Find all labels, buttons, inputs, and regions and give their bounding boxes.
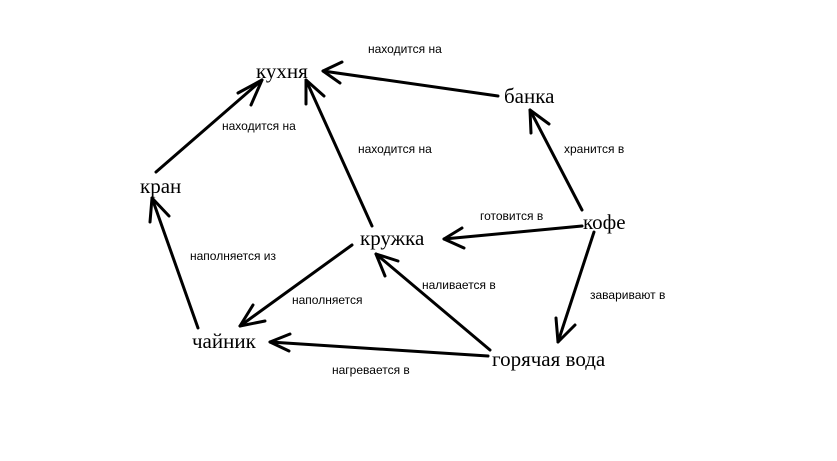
edge-label-coffee-mug: готовится в: [480, 209, 543, 223]
node-kitchen: кухня: [256, 59, 308, 83]
edge-mug-kitchen: [304, 78, 374, 228]
edge-label-mug-kettle: наполняется: [292, 293, 362, 307]
node-coffee: кофе: [583, 210, 626, 234]
node-tap: кран: [140, 174, 181, 198]
node-mug: кружка: [360, 226, 425, 250]
edge-hotwater-kettle: [268, 332, 490, 358]
edge-label-coffee-jar: хранится в: [564, 142, 624, 156]
edge-label-hotwater-kettle: нагревается в: [332, 363, 410, 377]
edge-label-tap-kitchen: находится на: [222, 119, 296, 133]
edge-label-jar-kitchen: находится на: [368, 42, 442, 56]
edge-kettle-tap: [148, 196, 200, 330]
edge-coffee-jar: [528, 108, 584, 212]
edge-tap-kitchen: [154, 78, 264, 174]
edge-label-coffee-hotwater: заваривают в: [590, 288, 665, 302]
node-jar: банка: [504, 84, 555, 108]
edge-hotwater-mug: [374, 252, 492, 352]
edge-mug-kettle: [238, 243, 354, 328]
edge-coffee-hotwater: [554, 230, 596, 344]
edge-jar-kitchen: [321, 60, 500, 98]
edge-label-kettle-tap: наполняется из: [190, 249, 277, 263]
node-kettle: чайник: [192, 329, 257, 353]
edge-label-mug-kitchen: находится на: [358, 142, 432, 156]
node-hotwater: горячая вода: [492, 347, 606, 371]
edge-coffee-mug: [442, 224, 584, 250]
edge-label-hotwater-mug: наливается в: [422, 278, 496, 292]
